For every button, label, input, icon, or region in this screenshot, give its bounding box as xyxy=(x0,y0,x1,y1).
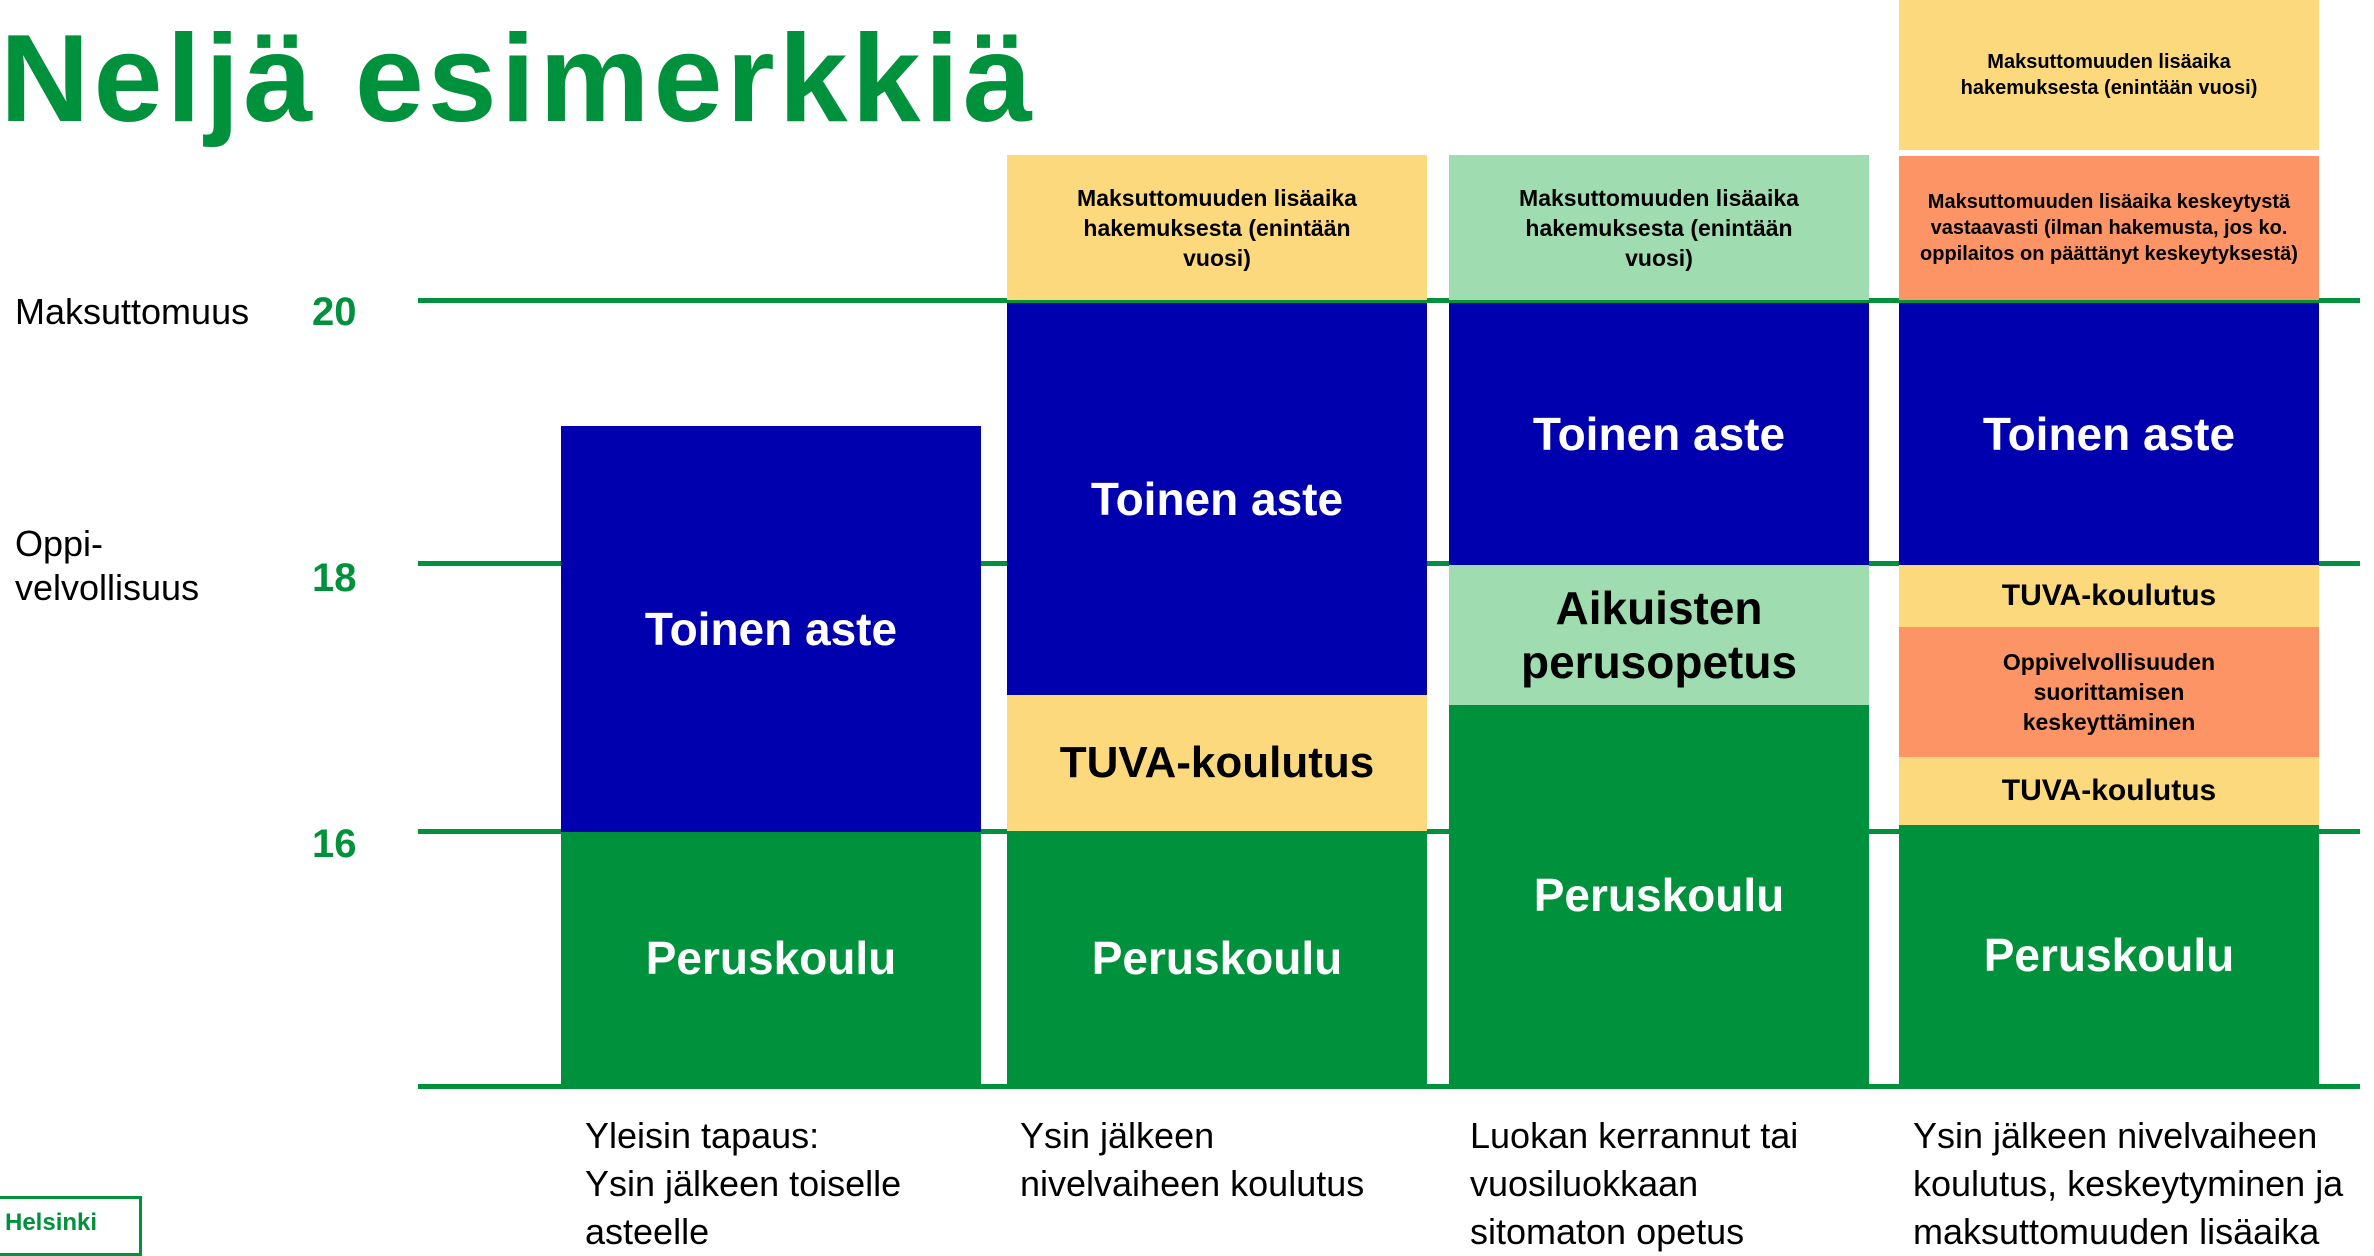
col3-toinen-aste: Toinen aste xyxy=(1449,303,1869,565)
col2-lisaaika: Maksuttomuuden lisäaika hakemuksesta (en… xyxy=(1007,155,1427,300)
col1-toinen-aste: Toinen aste xyxy=(561,426,981,832)
page-title: Neljä esimerkkiä xyxy=(0,10,1037,148)
col3-peruskoulu: Peruskoulu xyxy=(1449,705,1869,1084)
col4-peruskoulu: Peruskoulu xyxy=(1899,825,2319,1084)
col4-toinen-aste: Toinen aste xyxy=(1899,303,2319,565)
col4-lisaaika-hakemus: Maksuttomuuden lisäaika hakemuksesta (en… xyxy=(1899,0,2319,150)
col2-caption: Ysin jälkeen nivelvaiheen koulutus xyxy=(1020,1115,1365,1204)
col4-caption: Ysin jälkeen nivelvaiheen koulutus, kesk… xyxy=(1913,1115,2344,1252)
age-18: 18 xyxy=(312,556,357,600)
col4-keskeyttaminen: Oppivelvollisuuden suorittamisen keskeyt… xyxy=(1899,627,2319,757)
baseline xyxy=(418,1084,2360,1089)
age-16: 16 xyxy=(312,822,357,866)
col4-tuva-1: TUVA-koulutus xyxy=(1899,565,2319,627)
col1-caption: Yleisin tapaus: Ysin jälkeen toiselle as… xyxy=(585,1115,902,1252)
col3-caption: Luokan kerrannut tai vuosiluokkaan sitom… xyxy=(1470,1115,1799,1252)
col3-lisaaika: Maksuttomuuden lisäaika hakemuksesta (en… xyxy=(1449,155,1869,300)
age-20: 20 xyxy=(312,290,357,334)
col2-toinen-aste: Toinen aste xyxy=(1007,303,1427,695)
col4-lisaaika-keskeytys: Maksuttomuuden lisäaika keskeytystä vast… xyxy=(1899,156,2319,300)
col1-peruskoulu: Peruskoulu xyxy=(561,832,981,1084)
age-line-20 xyxy=(418,298,2360,303)
col4-tuva-2: TUVA-koulutus xyxy=(1899,757,2319,825)
maksuttomuus-label: Maksuttomuus xyxy=(15,291,250,332)
col2-peruskoulu: Peruskoulu xyxy=(1007,832,1427,1084)
age-line-16 xyxy=(418,829,2360,834)
oppivelvollisuus-label: Oppi- velvollisuus xyxy=(15,523,200,608)
helsinki-logo: Helsinki xyxy=(0,1196,142,1256)
col3-aikuisten-perusopetus: Aikuisten perusopetus xyxy=(1449,565,1869,705)
col2-tuva: TUVA-koulutus xyxy=(1007,695,1427,831)
